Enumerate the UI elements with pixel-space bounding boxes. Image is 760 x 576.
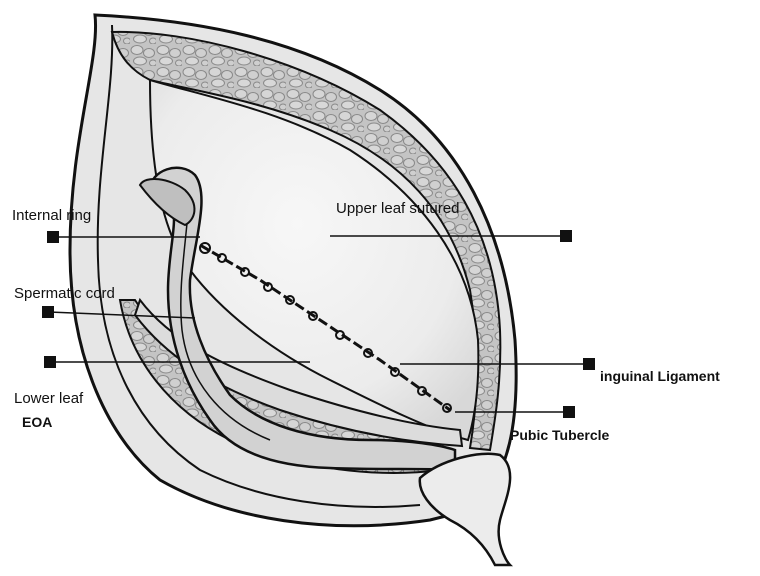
label-lower-leaf: Lower leaf — [14, 390, 84, 407]
label-eoa: EOA — [22, 414, 52, 430]
label-pubic-tubercle: Pubic Tubercle — [510, 427, 610, 443]
label-inguinal-ligament: inguinal Ligament — [600, 368, 720, 384]
label-internal-ring: Internal ring — [12, 207, 91, 224]
label-spermatic-cord: Spermatic cord — [14, 285, 115, 302]
label-upper-leaf: Upper leaf sutured — [336, 200, 459, 217]
